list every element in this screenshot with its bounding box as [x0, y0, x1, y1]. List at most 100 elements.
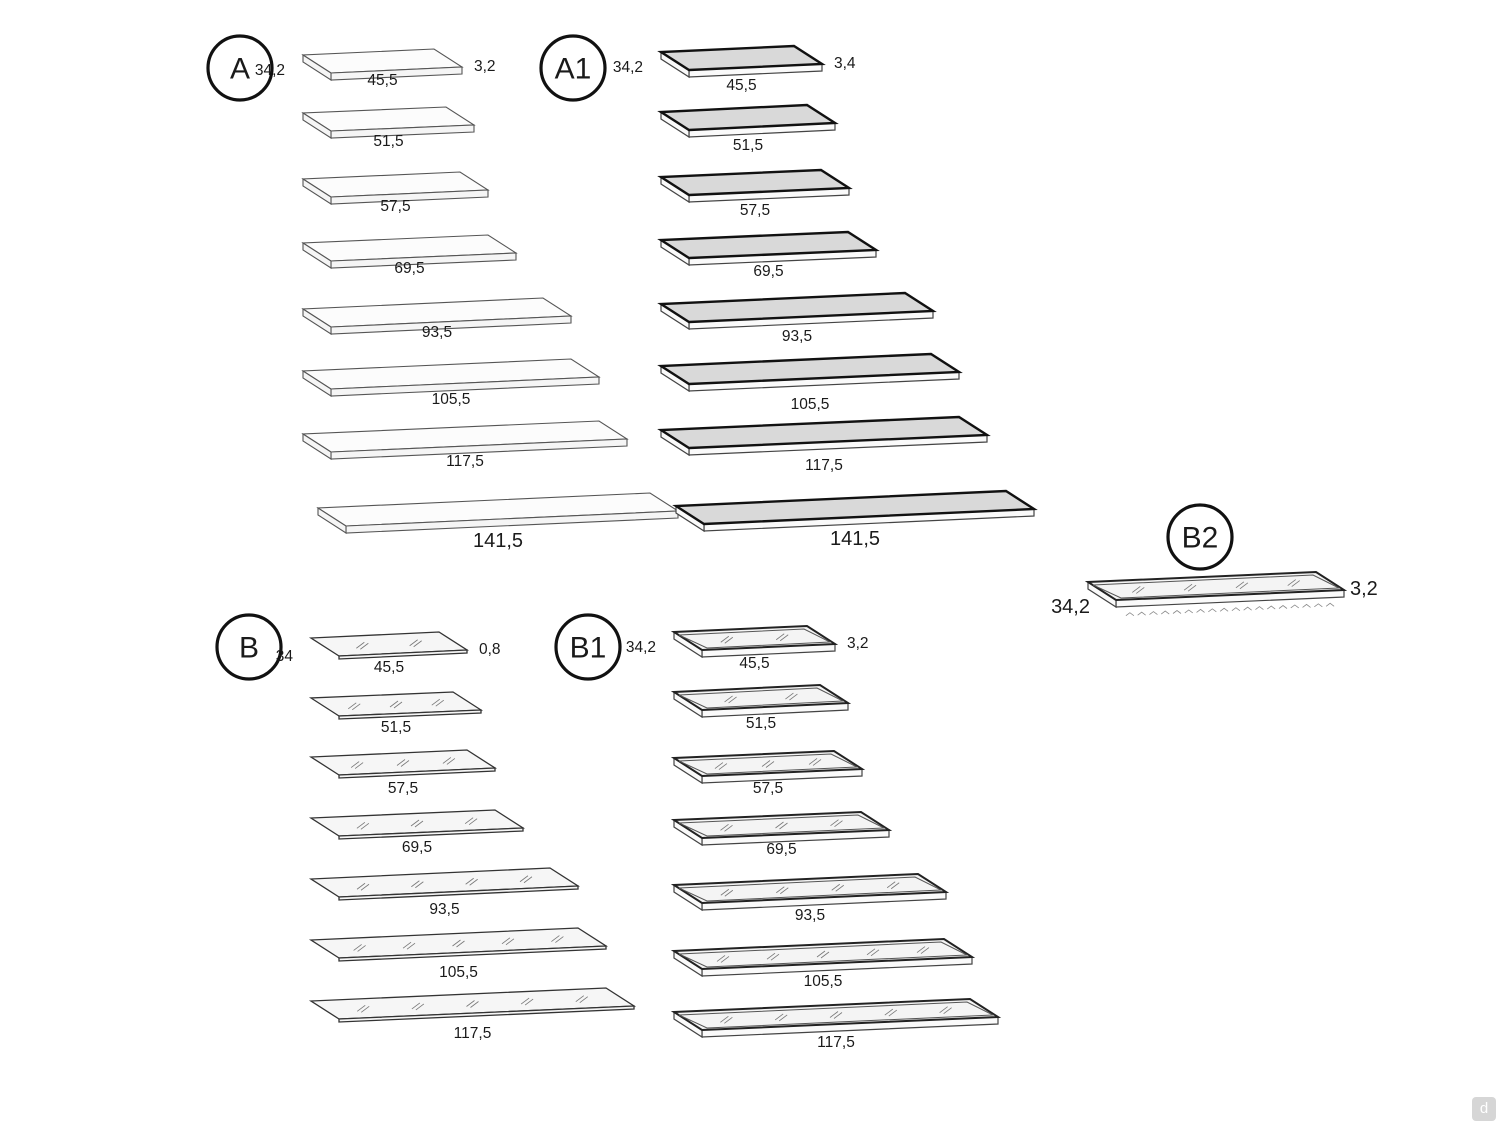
shelf-a-1 [301, 48, 464, 82]
glass-reflection-mark [943, 1007, 952, 1015]
shelf-a1-4 [657, 230, 880, 267]
thickness-label-b2: 3,2 [1350, 578, 1378, 600]
width-label-a-1: 45,5 [367, 72, 397, 89]
width-label-a-7: 117,5 [446, 453, 484, 470]
glass-reflection-mark [816, 950, 826, 958]
glass-reflection-mark [724, 636, 734, 644]
glass-reflection-mark [830, 819, 839, 826]
glass-reflection-mark [866, 948, 876, 956]
shelf-b-7 [308, 987, 637, 1023]
glass-reflection-mark [400, 760, 410, 767]
shelf-b1-5 [670, 872, 950, 912]
shelf-side-face [302, 432, 332, 461]
glass-reflection-mark [505, 938, 515, 946]
glass-reflection-mark [389, 700, 399, 708]
shelf-glass-inset [678, 628, 832, 649]
glass-reflection-mark [939, 1006, 948, 1014]
glass-reflection-mark [774, 1013, 784, 1021]
depth-label-b: 34 [276, 648, 294, 665]
shelf-glass-inset [678, 814, 886, 837]
glass-reflection-mark [361, 1005, 370, 1013]
glass-reflection-mark [411, 880, 420, 888]
led-light-mark [1172, 610, 1182, 614]
glass-reflection-mark [831, 883, 840, 891]
depth-label-b1: 34,2 [626, 639, 656, 656]
glass-reflection-mark [1235, 581, 1245, 589]
width-label-b-4: 69,5 [402, 839, 432, 856]
glass-reflection-mark [780, 887, 789, 895]
led-light-mark [1219, 607, 1229, 612]
glass-reflection-mark [724, 889, 734, 897]
width-label-b1-7: 117,5 [817, 1034, 855, 1051]
glass-reflection-mark [356, 641, 365, 649]
width-label-b-1: 45,5 [374, 659, 404, 676]
width-label-a1-4: 69,5 [753, 263, 783, 280]
shelf-side-face [302, 111, 332, 140]
glass-reflection-mark [396, 759, 406, 766]
glass-reflection-mark [411, 1002, 421, 1010]
glass-reflection-mark [716, 955, 726, 962]
shelf-glass-inset [1092, 574, 1341, 599]
shelf-b-3 [308, 749, 498, 779]
shelf-top-face [657, 103, 839, 132]
width-label-b-5: 93,5 [429, 901, 459, 918]
shelf-b1-6 [670, 937, 976, 978]
width-label-b-3: 57,5 [388, 780, 418, 797]
glass-reflection-mark [916, 946, 926, 953]
glass-reflection-mark [354, 762, 364, 769]
glass-reflection-mark [465, 877, 474, 885]
glass-reflection-mark [766, 952, 776, 960]
width-label-b-7: 117,5 [454, 1025, 492, 1042]
glass-reflection-mark [720, 824, 729, 831]
glass-reflection-mark [1187, 584, 1197, 592]
led-light-mark [1314, 603, 1323, 608]
width-label-a1-1: 45,5 [726, 77, 756, 94]
glass-reflection-mark [360, 883, 370, 891]
led-light-mark [1184, 609, 1194, 614]
led-light-mark [1266, 605, 1276, 610]
glass-reflection-mark [1183, 583, 1193, 591]
shelf-a-6 [301, 358, 601, 398]
shelf-b1-3 [670, 749, 866, 785]
shelf-glass-edge [338, 827, 524, 840]
shelf-glass-inset [678, 753, 859, 775]
glass-reflection-mark [353, 944, 362, 951]
width-label-a-3: 57,5 [380, 198, 410, 215]
glass-reflection-mark [470, 1001, 479, 1008]
glass-reflection-mark [468, 818, 478, 825]
shelf-a1-2 [657, 103, 839, 139]
glass-reflection-mark [720, 956, 730, 963]
width-label-b1-6: 105,5 [804, 973, 843, 990]
glass-reflection-mark [524, 998, 534, 1006]
thickness-label-a: 3,2 [474, 58, 496, 75]
led-light-mark [1255, 606, 1264, 610]
shelf-glass-inset [678, 687, 845, 709]
shelf-glass-edge [338, 767, 496, 779]
glass-reflection-mark [357, 945, 366, 952]
glass-reflection-mark [456, 940, 465, 948]
thickness-label-b: 0,8 [479, 641, 501, 658]
led-light-mark [1137, 611, 1146, 616]
led-light-mark [1231, 607, 1241, 612]
led-light-mark [1160, 610, 1170, 615]
glass-reflection-mark [551, 935, 560, 942]
shelf-glass-edge [338, 649, 468, 660]
glass-reflection-mark [728, 696, 737, 704]
glass-reflection-mark [724, 695, 733, 703]
glass-reflection-mark [413, 640, 422, 648]
glass-reflection-mark [834, 820, 843, 827]
shelf-glass-inset [678, 941, 969, 968]
shelf-top-face [657, 415, 991, 450]
shelf-glass-inset [678, 876, 943, 902]
shelf-b-4 [308, 809, 526, 840]
width-label-a1-6: 105,5 [791, 396, 830, 413]
glass-reflection-mark [1136, 587, 1145, 594]
glass-reflection-mark [775, 821, 784, 829]
glass-reflection-mark [393, 701, 403, 709]
glass-reflection-mark [1287, 579, 1296, 586]
shelf-top-face [672, 489, 1038, 526]
shelf-glass-edge [338, 945, 607, 962]
width-label-b1-2: 51,5 [746, 715, 776, 732]
shelf-side-face [302, 241, 332, 270]
